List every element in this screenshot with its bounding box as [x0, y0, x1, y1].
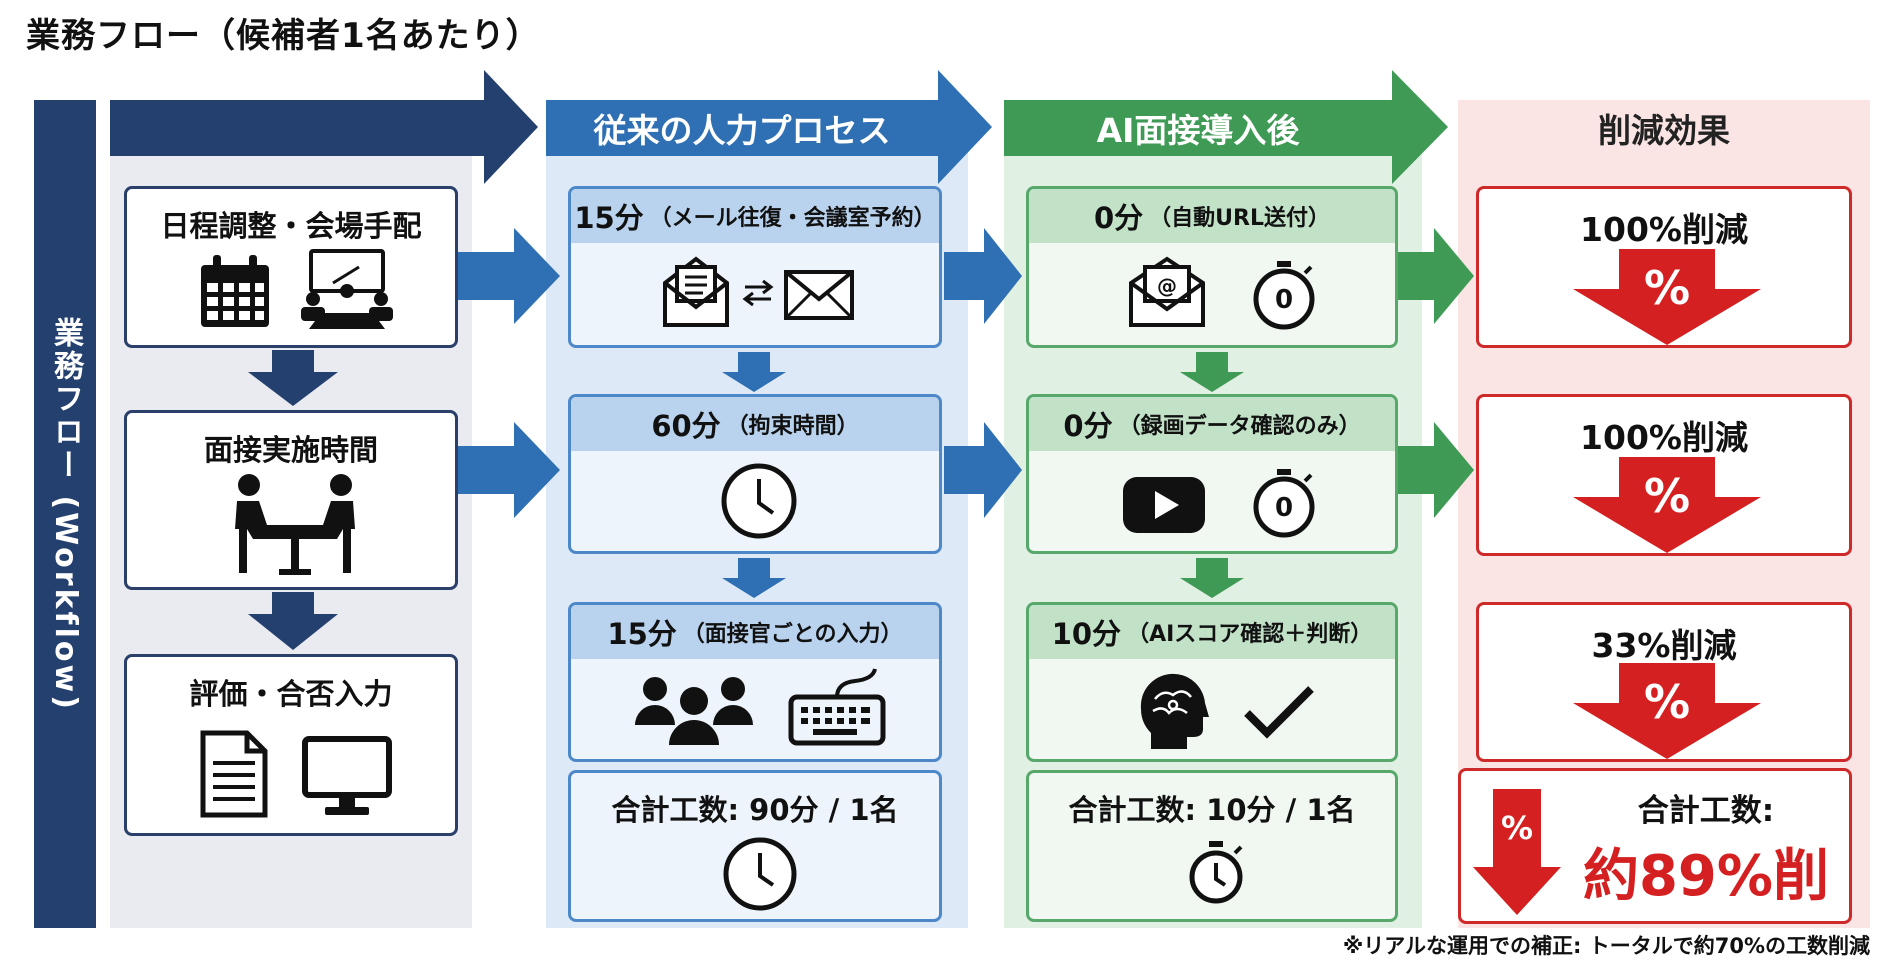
arrow-right-3 [944, 228, 1022, 324]
svg-text:0: 0 [1275, 285, 1293, 315]
svg-text:0: 0 [1275, 493, 1293, 523]
exchange-arrows-icon [742, 279, 774, 307]
arrow-down-wf-1 [248, 350, 338, 406]
footnote: ※リアルな運用での補正: トータルで約70%の工数削減 [1342, 934, 1870, 958]
reduction-arrow-icon [1573, 249, 1761, 345]
effect-total-value: 約89%削 [1582, 844, 1830, 909]
reduction-arrow-icon [1573, 663, 1761, 759]
time-value: 60分 [651, 409, 721, 443]
effect-card-1: 100%削減 % [1476, 186, 1852, 348]
time-note: （メール往復・会議室予約） [649, 206, 936, 231]
page-title: 業務フロー（候補者1名あたり） [26, 16, 541, 56]
ai-card-band: 10分（AIスコア確認＋判断） [1029, 605, 1395, 659]
time-note: （録画データ確認のみ） [1118, 414, 1361, 439]
stopwatch-icon: 0 [1253, 469, 1315, 538]
effect-total-label: 合計工数: [1637, 793, 1775, 829]
monitor-icon [302, 736, 392, 815]
arrow-down-ai-1 [1180, 352, 1244, 392]
reduction-arrow-icon [1473, 789, 1561, 915]
reduction-label: 100%削減 [1580, 418, 1748, 457]
arrow-right-6 [1398, 422, 1474, 518]
time-note: （拘束時間） [726, 414, 859, 439]
time-value: 15分 [607, 617, 677, 651]
arrow-down-trad-1 [722, 352, 786, 392]
stopwatch-icon [1189, 841, 1243, 904]
step-card-interview: 面接実施時間 [124, 410, 458, 590]
calendar-icon [201, 255, 269, 327]
reduction-arrow-icon [1573, 457, 1761, 553]
header-arrow-navy [110, 70, 538, 184]
document-icon [200, 730, 268, 818]
step-name: 日程調整・会場手配 [160, 209, 422, 243]
time-value: 0分 [1063, 409, 1113, 443]
ai-total-card: 合計工数: 10分 / 1名 [1026, 770, 1398, 922]
reduction-label: 100%削減 [1580, 210, 1748, 249]
ai-card-band: 0分（自動URL送付） [1029, 189, 1395, 243]
ai-card-1: 0分（自動URL送付） @ 0 [1026, 186, 1398, 348]
keyboard-icon [788, 668, 886, 746]
ai-card-3: 10分（AIスコア確認＋判断） [1026, 602, 1398, 762]
email-at-icon: @ [1129, 256, 1205, 327]
effect-total-card: % 合計工数: 約89%削 [1458, 768, 1852, 924]
header-ai: AI面接導入後 [1096, 111, 1300, 150]
traditional-card-3: 15分（面接官ごとの入力） [568, 602, 942, 762]
time-value: 15分 [574, 201, 644, 235]
time-note: （面接官ごとの入力） [682, 622, 903, 647]
traditional-card-2: 60分（拘束時間） [568, 394, 942, 554]
group-icon [635, 677, 753, 745]
percent-symbol: % [1643, 261, 1691, 315]
step-card-evaluation: 評価・合否入力 [124, 654, 458, 836]
sidebar-label: 業務フロー (Workflow) [34, 100, 96, 928]
percent-symbol: % [1500, 809, 1534, 847]
ai-brain-head-icon [1140, 673, 1209, 749]
interview-people-icon [235, 474, 355, 575]
traditional-card-1: 15分（メール往復・会議室予約） [568, 186, 942, 348]
header-traditional: 従来の人力プロセス [593, 111, 891, 150]
checkmark-icon [1244, 686, 1314, 739]
reduction-label: 33%削減 [1591, 626, 1737, 665]
header-effect: 削減効果 [1598, 111, 1730, 150]
header-arrow-blue [546, 70, 992, 184]
video-play-icon [1123, 477, 1205, 533]
arrow-down-ai-2 [1180, 558, 1244, 598]
stopwatch-icon: 0 [1253, 261, 1315, 330]
header-arrow-green [1004, 70, 1448, 184]
sidebar-band [34, 100, 96, 928]
sidebar-label-text: 業務フロー (Workflow) [48, 316, 83, 712]
clock-icon [723, 837, 797, 911]
step-name: 評価・合否入力 [189, 677, 393, 711]
ai-total-label: 合計工数: 10分 / 1名 [1068, 793, 1356, 827]
effect-card-2: 100%削減 % [1476, 394, 1852, 556]
percent-symbol: % [1643, 675, 1691, 729]
svg-text:@: @ [1157, 274, 1177, 298]
percent-symbol: % [1643, 469, 1691, 523]
arrow-right-5 [1398, 228, 1474, 324]
time-value: 10分 [1051, 617, 1122, 651]
traditional-card-band: 15分（メール往復・会議室予約） [571, 189, 939, 243]
arrow-down-wf-2 [248, 592, 338, 650]
arrow-right-1 [458, 228, 560, 324]
arrow-down-trad-2 [722, 558, 786, 598]
traditional-card-band: 60分（拘束時間） [571, 397, 939, 451]
ai-card-band: 0分（録画データ確認のみ） [1029, 397, 1395, 451]
time-note: （自動URL送付） [1149, 206, 1330, 231]
email-open-icon [663, 256, 729, 327]
traditional-card-band: 15分（面接官ごとの入力） [571, 605, 939, 659]
clock-icon [721, 463, 797, 539]
traditional-total-card: 合計工数: 90分 / 1名 [568, 770, 942, 922]
ai-card-2: 0分（録画データ確認のみ） 0 [1026, 394, 1398, 554]
time-value: 0分 [1093, 201, 1144, 235]
header-arrows [110, 70, 1448, 184]
step-name: 面接実施時間 [203, 433, 378, 467]
step-card-schedule: 日程調整・会場手配 [124, 186, 458, 348]
traditional-total-label: 合計工数: 90分 / 1名 [611, 793, 899, 827]
arrow-right-2 [458, 422, 560, 518]
meeting-room-icon [301, 249, 393, 329]
arrow-right-4 [944, 422, 1022, 518]
envelope-icon [784, 270, 854, 320]
time-note: （AIスコア確認＋判断） [1127, 622, 1373, 647]
effect-card-3: 33%削減 % [1476, 602, 1852, 762]
